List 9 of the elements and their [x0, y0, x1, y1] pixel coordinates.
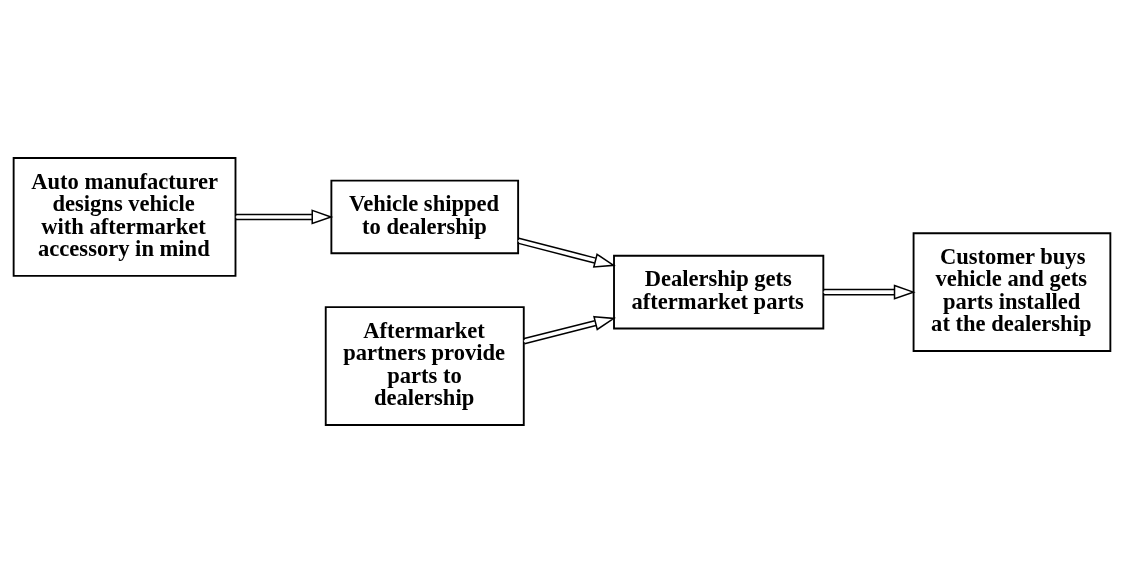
- arrow: [235, 208, 334, 225]
- arrow: [516, 237, 616, 268]
- node-box: Dealership gets aftermarket parts: [613, 254, 825, 329]
- node-box: Auto manufacturer designs vehicle with aftermarket accessory in mind: [12, 156, 237, 277]
- arrow: [522, 315, 617, 344]
- node-box: Customer buys vehicle and gets parts installed at the dealership: [912, 231, 1112, 352]
- arrow: [822, 284, 916, 300]
- node-box: Vehicle shipped to dealership: [330, 179, 520, 254]
- node-box: Aftermarket partners provide parts to dealership: [324, 305, 525, 426]
